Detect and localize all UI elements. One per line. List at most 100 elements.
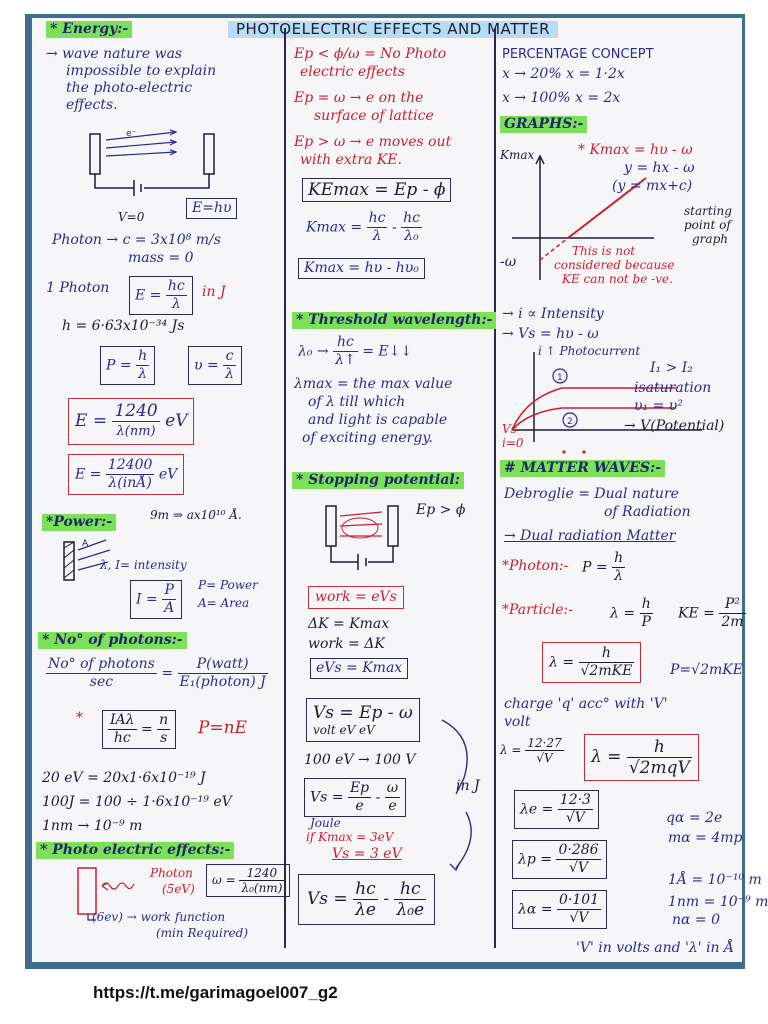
column-divider-1 xyxy=(284,28,286,948)
start-note: starting xyxy=(684,204,732,218)
angstrom-to-m: 1Å = 10⁻¹⁰ m xyxy=(668,872,762,888)
i-zero-label: i=0 xyxy=(502,436,524,450)
voltage-zero-label: V=0 xyxy=(118,210,145,224)
denominator: √V xyxy=(569,910,589,926)
photon-speed: Photon → c = 3x10⁸ m/s xyxy=(52,232,221,248)
footer-telegram-link[interactable]: https://t.me/garimagoel007_g2 xyxy=(93,983,338,1002)
numerator: hc xyxy=(165,278,187,296)
formula-lhs: Vs = xyxy=(310,789,344,806)
graphs-heading: GRAPHS:- xyxy=(500,116,588,133)
formula-lhs: λα = xyxy=(518,901,553,918)
numerator: hc xyxy=(353,879,378,900)
nm-to-m: 1nm → 10⁻⁹ m xyxy=(42,818,143,834)
saturation-label: isaturation xyxy=(634,380,712,396)
formula-lhs: E = xyxy=(135,287,162,304)
radiation-line: of Radiation xyxy=(604,504,691,520)
kemax-formula: KEmax = Ep - ϕ xyxy=(302,178,452,202)
vs-formula-box: Vs = Ep - ω volt eV eV xyxy=(306,698,420,742)
numerator: hc xyxy=(401,210,422,228)
ep-less-phi-2: electric effects xyxy=(300,64,406,80)
stopping-heading: * Stopping potential: xyxy=(292,472,464,489)
vs-label: Vs xyxy=(502,422,517,436)
min-required-label: (min Required) xyxy=(156,926,249,940)
numerator: h xyxy=(578,645,635,663)
y-eq: y = hx - ω xyxy=(624,160,695,176)
ep-equal-w-2: surface of lattice xyxy=(314,108,434,124)
percentage-100: x → 100% x = 2x xyxy=(502,90,621,106)
formula-lhs: ω = xyxy=(212,873,236,887)
svg-text:2: 2 xyxy=(567,417,573,427)
denominator: λ₀ xyxy=(404,228,419,244)
percentage-heading: PERCENTAGE CONCEPT xyxy=(502,47,654,62)
photon-label: Photon xyxy=(150,866,193,880)
intensity-label: λ, I= intensity xyxy=(100,558,187,572)
negative-note: KE can not be -ve. xyxy=(562,272,673,286)
kmax-eq: * Kmax = hυ - ω xyxy=(578,142,693,158)
threshold-heading: * Threshold wavelength:- xyxy=(292,312,497,329)
numerator: 0·101 xyxy=(556,892,602,910)
formula-lhs: λ = xyxy=(610,605,636,622)
formula-lhs: Vs = xyxy=(307,889,348,909)
vs-formula-units: volt eV eV xyxy=(313,723,375,737)
denominator: 2m xyxy=(721,614,744,630)
denominator: λ₀(nm) xyxy=(241,881,283,895)
page-title: PHOTOELECTRIC EFFECTS AND MATTER xyxy=(228,21,559,38)
numerator: n xyxy=(157,712,171,730)
photoelectric-circuit-diagram: e⁻ xyxy=(89,129,215,196)
numerator: h xyxy=(626,737,692,758)
numerator: 0·286 xyxy=(556,842,601,860)
denominator: √V xyxy=(536,751,553,765)
in-joule-note: in J xyxy=(202,284,226,300)
ep-equal-w: Ep = ω → e on the xyxy=(294,90,424,106)
denominator: λ(inÅ) xyxy=(108,475,152,491)
column-energy: * Energy:- → wave nature was impossible … xyxy=(32,18,291,962)
lambda-qv-formula: λ = h√2mqV xyxy=(584,734,699,781)
energy-note-line: the photo-electric xyxy=(66,80,193,96)
column-divider-2 xyxy=(494,28,496,948)
denominator: E₁(photon) J xyxy=(179,674,266,690)
photon-5ev: (5eV) xyxy=(162,882,195,896)
svg-text:A: A xyxy=(82,539,89,549)
numerator: 12400 xyxy=(105,457,155,475)
denominator: λ xyxy=(138,366,148,382)
lambda-proton: λp = 0·286√V xyxy=(512,840,607,879)
equals: = xyxy=(140,721,153,738)
lambda-max-note: λmax = the max value xyxy=(294,376,453,392)
numerator: P² xyxy=(719,596,746,614)
photon-heading: *Photon:- xyxy=(502,558,569,574)
intensity-diagram: A xyxy=(63,539,111,581)
minus-w-label: -ω xyxy=(500,254,517,270)
formula-lhs: P = xyxy=(582,559,608,576)
stopping-potential-diagram xyxy=(325,505,399,570)
numerator: hc xyxy=(366,210,388,228)
debroglie-line: Debroglie = Dual nature xyxy=(504,486,679,502)
formula-rhs: = E↓↓ xyxy=(362,343,413,360)
nm-angstrom-note: 9m ⇒ ax10¹⁰ Å. xyxy=(150,508,242,522)
formula-lhs: E = xyxy=(75,411,108,431)
denominator: √V xyxy=(565,810,585,826)
formula-lhs: λ = xyxy=(500,743,522,757)
numerator: 12·27 xyxy=(525,736,564,751)
vs-3ev: Vs = 3 eV xyxy=(332,846,402,862)
denominator: sec xyxy=(89,674,114,690)
ep-less-phi: Ep < ϕ/ω = No Photo xyxy=(294,46,447,62)
formula-lhs: P = xyxy=(106,357,132,374)
n-alpha-zero: nα = 0 xyxy=(672,912,721,928)
formula-lhs: λe = xyxy=(520,801,554,818)
numerator: h xyxy=(612,550,626,568)
denominator: λ xyxy=(372,228,382,244)
percentage-20: x → 20% x = 1·2x xyxy=(502,66,625,82)
unit: eV xyxy=(165,411,188,431)
v1-v2: υ₁ = υ² xyxy=(634,398,683,414)
photon-mass: mass = 0 xyxy=(128,250,194,266)
